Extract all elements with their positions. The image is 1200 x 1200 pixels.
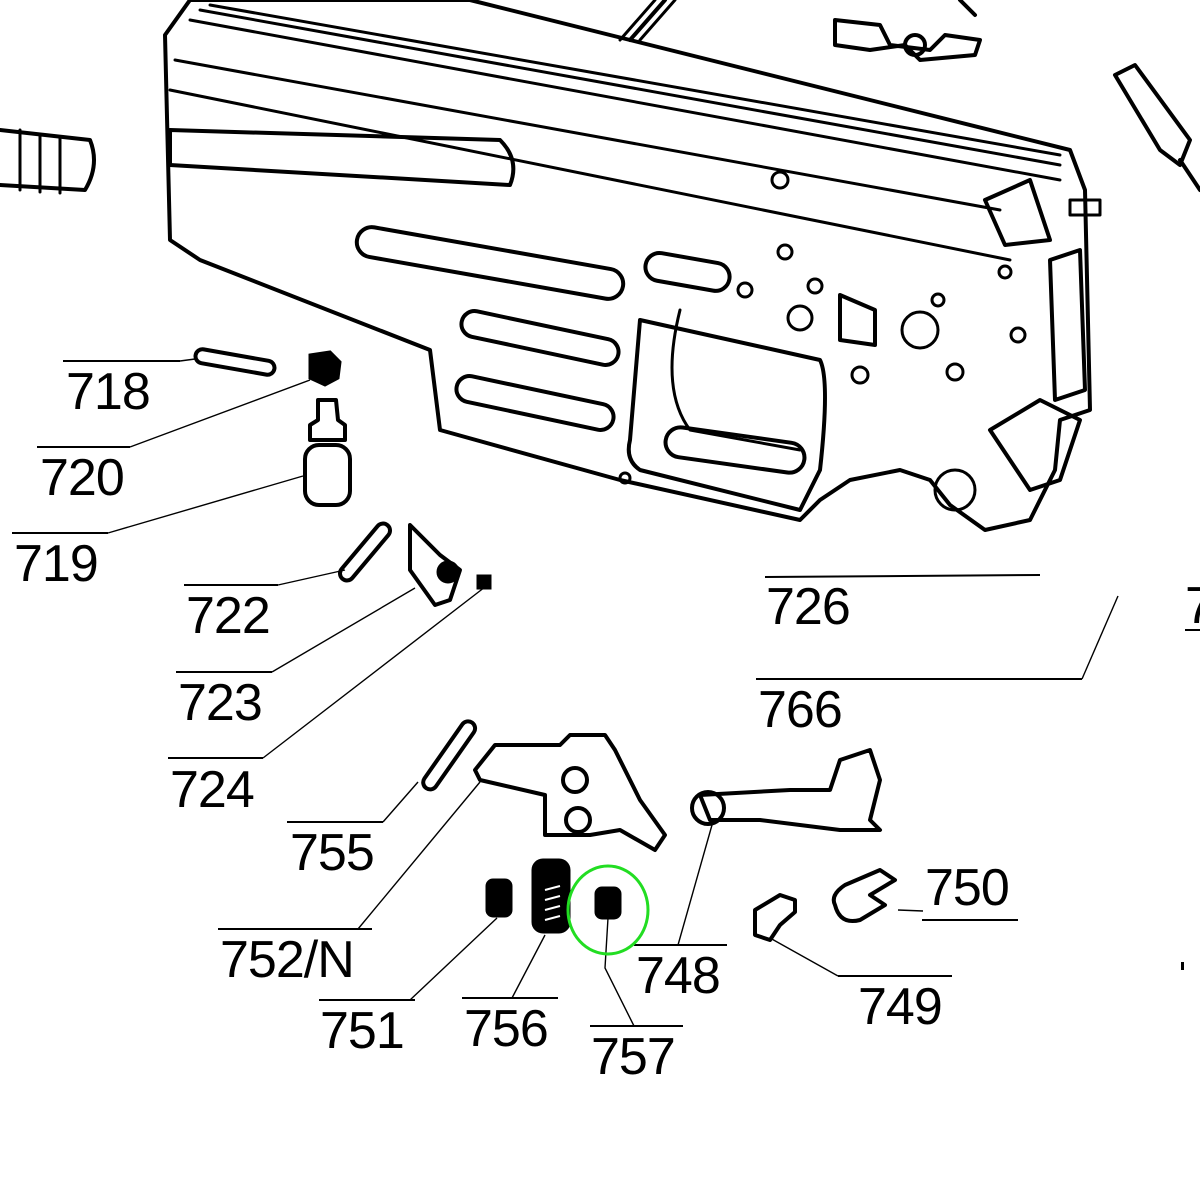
highlight-circle: [566, 864, 650, 956]
part-718-pin: [193, 347, 277, 377]
part-720: [308, 350, 342, 387]
top-partial-parts: [0, 0, 1200, 195]
small-parts-left: [193, 347, 492, 792]
receiver-body: [163, 0, 1102, 532]
label-748: 748: [636, 947, 721, 1005]
part-719-body: [303, 443, 352, 507]
label-751: 751: [320, 1002, 405, 1060]
label-723: 723: [178, 674, 263, 732]
label-722: 722: [186, 587, 271, 645]
part-724: [476, 574, 492, 590]
part-750: [831, 868, 897, 923]
label-726: 726: [766, 578, 851, 636]
part-752N: [473, 733, 667, 852]
trigger-group: [473, 733, 897, 942]
label-752N: 752/N: [220, 931, 355, 989]
part-723: [408, 523, 462, 607]
label-724: 724: [170, 761, 255, 819]
label-757: 757: [591, 1028, 676, 1086]
part-751: [485, 878, 513, 918]
label-755: 755: [290, 824, 375, 882]
part-757: [594, 886, 622, 920]
label-750: 750: [925, 859, 1010, 917]
leader-lines: [12, 358, 1200, 1027]
label-756: 756: [464, 1000, 549, 1058]
label-766: 766: [758, 681, 843, 739]
part-755-pin: [421, 719, 478, 792]
label-720: 720: [40, 449, 125, 507]
label-718: 718: [66, 363, 151, 421]
label-partial-edge: 7: [1185, 577, 1200, 635]
label-719: 719: [14, 535, 99, 593]
part-748: [698, 748, 882, 832]
label-749: 749: [858, 978, 943, 1036]
part-749-screw: [753, 893, 797, 942]
part-756-spring: [531, 858, 571, 934]
part-722-pin: [338, 521, 392, 583]
